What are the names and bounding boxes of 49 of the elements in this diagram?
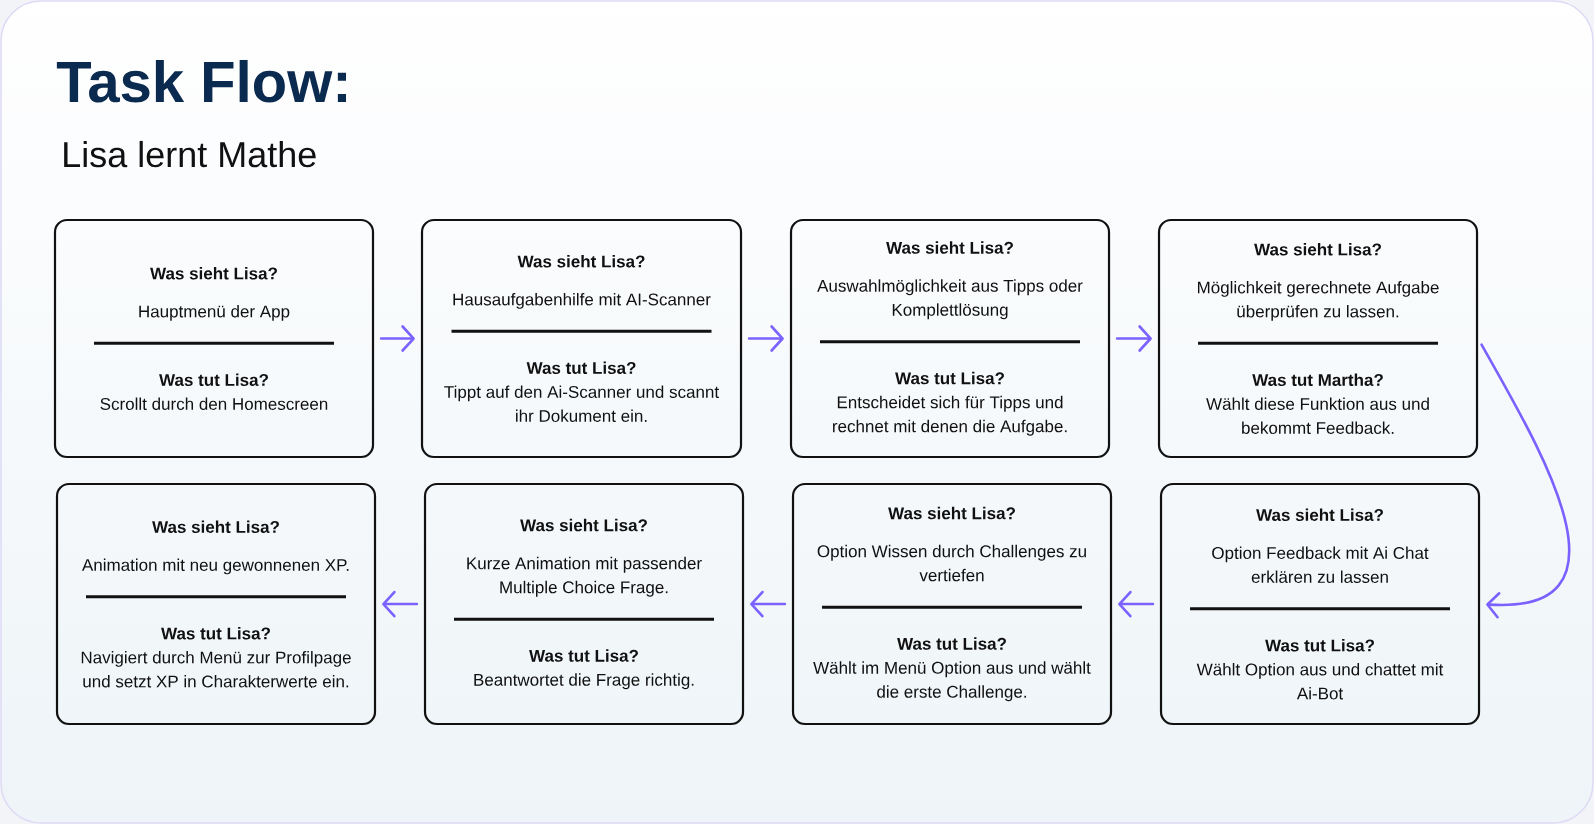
step-description: Animation mit neu gewonnenen XP. [82, 558, 349, 575]
step-box [791, 482, 1113, 726]
step-box [1159, 482, 1481, 726]
step-description: Wählt Option aus und chattet mit Ai-Bot [1196, 663, 1444, 700]
step-description: Möglichkeit gerechnete Aufgabe überprüfen zu lassen. [1197, 281, 1439, 321]
step-description: Tippt auf den Ai-Scanner und scannt ihr Dokument ein. [444, 385, 719, 422]
question-heading: Was sieht Lisa? [517, 255, 645, 268]
arrow [379, 325, 415, 352]
arrow [1118, 590, 1155, 618]
step-description: Hauptmenü der App [139, 305, 290, 321]
title: Task Flow: [56, 59, 346, 103]
step-description: Wählt im Menü Option aus und wählt die erste Challenge. [813, 661, 1091, 702]
question-heading: Was tut Lisa? [161, 627, 270, 640]
step-description: Option Wissen durch Challenges zu vertiefen [817, 544, 1086, 582]
step-description: Kurze Animation mit passender Multiple Choice Frage. [467, 556, 702, 597]
question-heading: Was sieht Lisa? [1256, 508, 1383, 521]
question-heading: Was sieht Lisa? [1254, 243, 1381, 256]
arrow [1115, 325, 1152, 352]
step-description: Entscheidet sich für Tipps und rechnet mit denen die Aufgabe. [833, 395, 1067, 436]
question-heading: Was tut Martha? [1252, 373, 1383, 386]
step-description: Beantwortet die Frage richtig. [474, 673, 694, 690]
question-heading: Was tut Lisa? [895, 371, 1004, 385]
step-box [789, 218, 1111, 459]
question-heading: Was sieht Lisa? [888, 506, 1015, 520]
step-box [53, 218, 375, 459]
question-heading: Was tut Lisa? [897, 637, 1006, 650]
step-description: Navigiert durch Menü zur Profilpage und setzt XP in Charakterwerte ein. [81, 651, 351, 688]
question-heading: Was sieht Lisa? [150, 267, 277, 280]
step-box [55, 482, 377, 726]
question-heading: Was sieht Lisa? [152, 520, 279, 533]
step-description: Hausaufgabenhilfe mit AI-Scanner [453, 293, 711, 309]
question-heading: Was tut Lisa? [1265, 639, 1374, 652]
arrow [747, 325, 784, 352]
arrow [750, 590, 787, 618]
step-box [420, 218, 743, 459]
step-box [423, 482, 745, 726]
step-description: Auswahlmöglichkeit aus Tipps oder Komplettlösung [817, 279, 1083, 320]
question-heading: Was tut Lisa? [526, 361, 636, 374]
question-heading: Was tut Lisa? [529, 649, 638, 662]
step-description: Wählt diese Funktion aus und bekommt Feedback. [1206, 397, 1429, 434]
question-heading: Was sieht Lisa? [520, 518, 647, 532]
question-heading: Was sieht Lisa? [886, 241, 1013, 254]
arrow [382, 590, 419, 618]
step-description: Option Feedback mit Ai Chat erklären zu lassen [1212, 546, 1429, 583]
question-heading: Was tut Lisa? [159, 373, 268, 386]
curved-arrow [1480, 343, 1571, 619]
step-box [1157, 218, 1479, 459]
step-description: Scrollt durch den Homescreen [100, 397, 328, 410]
subtitle: Lisa lernt Mathe [64, 140, 316, 168]
